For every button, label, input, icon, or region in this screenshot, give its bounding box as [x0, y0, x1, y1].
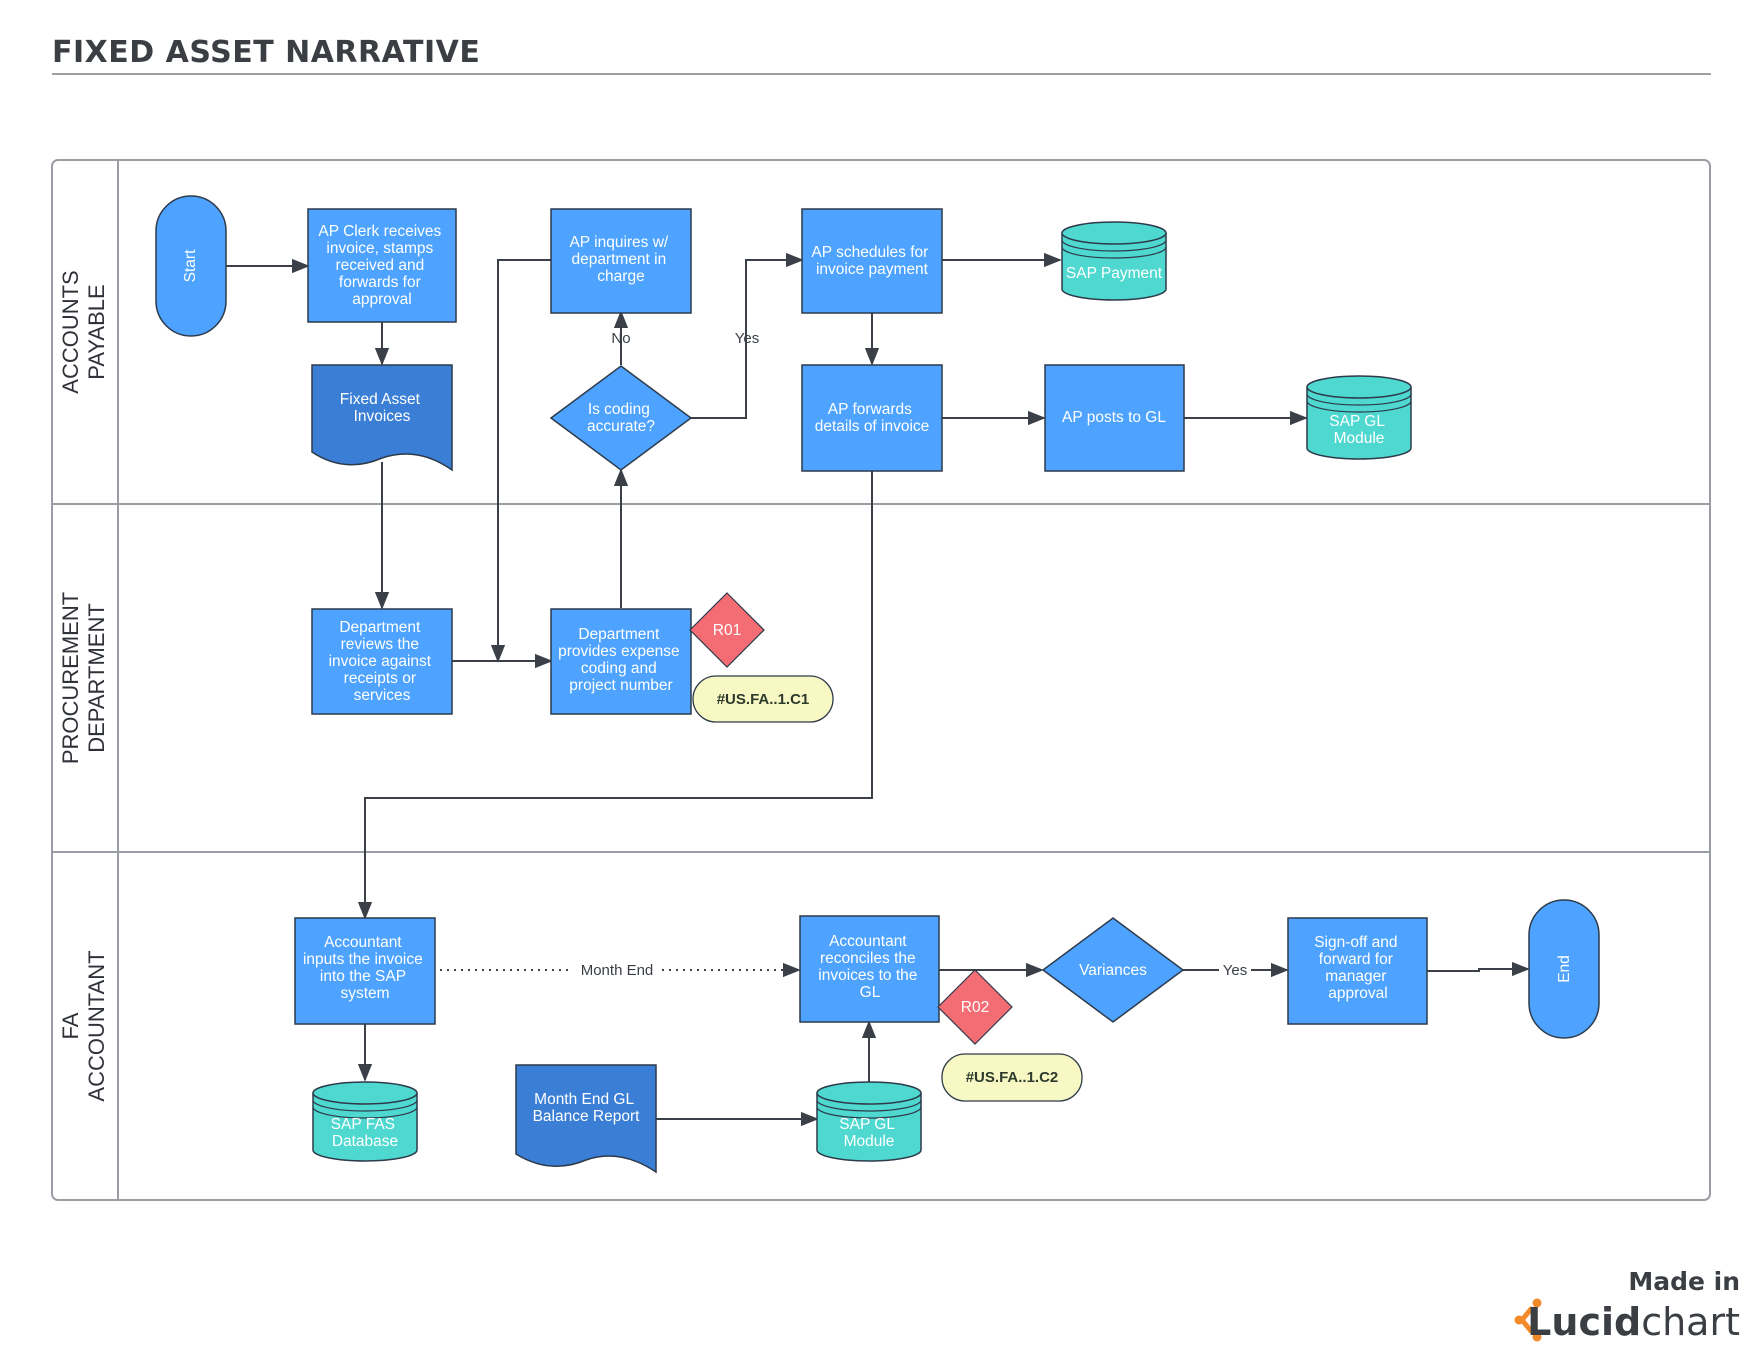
database-sap-payment[interactable]: SAP Payment [1061, 221, 1167, 301]
made-in-label: Made in [1628, 1267, 1740, 1296]
svg-text:#US.FA..1.C1: #US.FA..1.C1 [717, 691, 810, 708]
svg-text:AP inquires w/ departmen: AP inquires w/ department in charge [569, 234, 672, 285]
swimlane-frame [51, 159, 1711, 1201]
edge-label-yes-top: Yes [735, 330, 759, 347]
svg-text:AP forwards details of i: AP forwards details of invoice [815, 401, 930, 435]
svg-text:AP schedules for invoice: AP schedules for invoice payment [811, 244, 932, 278]
end-terminator[interactable]: End [1528, 899, 1600, 1039]
control-tag-c2[interactable]: #US.FA..1.C2 [941, 1053, 1083, 1102]
edge-label-no: No [611, 330, 630, 347]
database-sap-fas[interactable]: SAP FAS Database [312, 1081, 418, 1162]
control-tag-c1[interactable]: #US.FA..1.C1 [692, 675, 834, 723]
svg-text:Department provides expe: Department provides expense coding and p… [558, 626, 684, 694]
page-title: FIXED ASSET NARRATIVE [52, 35, 480, 70]
database-sap-gl-top[interactable]: SAP GL Module [1306, 375, 1412, 460]
svg-text:Is coding accurate?: Is coding accurate? [587, 401, 655, 435]
svg-text:AP posts to GL: AP posts to GL [1062, 409, 1166, 426]
svg-text:PROCUREMENT: PROCUREMENT [58, 592, 83, 764]
lane-label-fa-accountant: FA ACCOUNTANT [58, 950, 109, 1101]
risk-r02[interactable]: R02 [937, 969, 1013, 1045]
svg-text:DEPARTMENT: DEPARTMENT [84, 603, 109, 753]
svg-text:Accountant reconciles th: Accountant reconciles the invoices to th… [818, 933, 921, 1001]
svg-text:ACCOUNTS: ACCOUNTS [58, 270, 83, 393]
svg-text:Fixed Asset Invoices: Fixed Asset Invoices [340, 391, 424, 425]
risk-r01[interactable]: R01 [689, 592, 765, 668]
svg-text:Department reviews the: Department reviews the invoice against r… [329, 619, 436, 704]
lane-label-accounts-payable: ACCOUNTS PAYABLE [58, 270, 109, 393]
process-accountant-reconciles[interactable]: Accountant reconciles the invoices to th… [799, 915, 940, 1023]
start-label: Start [182, 249, 199, 282]
decision-is-coding-accurate[interactable]: Is coding accurate? [549, 365, 693, 471]
svg-text:AP Clerk receives invoic: AP Clerk receives invoice, stamps receiv… [318, 223, 445, 308]
edge-decision-yes [691, 252, 804, 419]
process-ap-inquires[interactable]: AP inquires w/ department in charge [550, 208, 692, 314]
svg-text:SAP GL Module: SAP GL Module [1329, 413, 1388, 447]
process-department-reviews[interactable]: Department reviews the invoice against r… [311, 608, 453, 715]
svg-text:R01: R01 [713, 622, 741, 639]
edge-label-yes-bottom: Yes [1223, 962, 1247, 979]
svg-text:Accountant inputs the in: Accountant inputs the invoice into the S… [303, 934, 427, 1002]
process-ap-posts[interactable]: AP posts to GL [1044, 364, 1185, 472]
svg-text:SAP GL Module: SAP GL Module [839, 1116, 898, 1150]
svg-text:ACCOUNTANT: ACCOUNTANT [84, 950, 109, 1101]
lucidchart-logo-icon [1514, 1298, 1542, 1342]
process-ap-clerk[interactable]: AP Clerk receives invoice, stamps receiv… [307, 208, 457, 323]
svg-text:Month End GL Balance Rep: Month End GL Balance Report [533, 1091, 641, 1125]
svg-text:FA: FA [58, 1012, 83, 1039]
process-ap-forwards[interactable]: AP forwards details of invoice [801, 364, 943, 472]
connectors [226, 252, 1530, 1127]
svg-text:SAP Payment: SAP Payment [1066, 265, 1163, 282]
process-accountant-inputs[interactable]: Accountant inputs the invoice into the S… [294, 917, 436, 1025]
process-ap-schedules[interactable]: AP schedules for invoice payment [801, 208, 943, 314]
start-terminator[interactable]: Start [155, 195, 227, 337]
end-label: End [1556, 955, 1573, 983]
svg-text:Variances: Variances [1079, 962, 1147, 979]
database-sap-gl-bottom[interactable]: SAP GL Module [816, 1081, 922, 1162]
document-fixed-asset-invoices[interactable]: Fixed Asset Invoices [311, 364, 453, 472]
process-department-provides[interactable]: Department provides expense coding and p… [550, 608, 692, 715]
edge-signoff-to-end [1427, 961, 1530, 977]
lucidchart-wordmark: Lucidchart [1527, 1300, 1740, 1344]
svg-text:SAP FAS Database: SAP FAS Database [331, 1116, 400, 1150]
process-signoff[interactable]: Sign-off and forward for manager approva… [1287, 917, 1428, 1025]
svg-text:PAYABLE: PAYABLE [84, 284, 109, 379]
svg-text:#US.FA..1.C2: #US.FA..1.C2 [966, 1069, 1059, 1086]
edge-forwards-to-accountant [357, 471, 873, 920]
svg-text:Sign-off and forward for: Sign-off and forward for manager approva… [1314, 934, 1402, 1002]
edge-inquires-to-department [490, 259, 551, 663]
decision-variances[interactable]: Variances [1041, 917, 1185, 1023]
svg-text:R02: R02 [961, 999, 989, 1016]
edge-label-month-end: Month End [581, 962, 654, 979]
document-month-end-report[interactable]: Month End GL Balance Report [515, 1064, 657, 1174]
lane-label-procurement: PROCUREMENT DEPARTMENT [58, 592, 109, 764]
